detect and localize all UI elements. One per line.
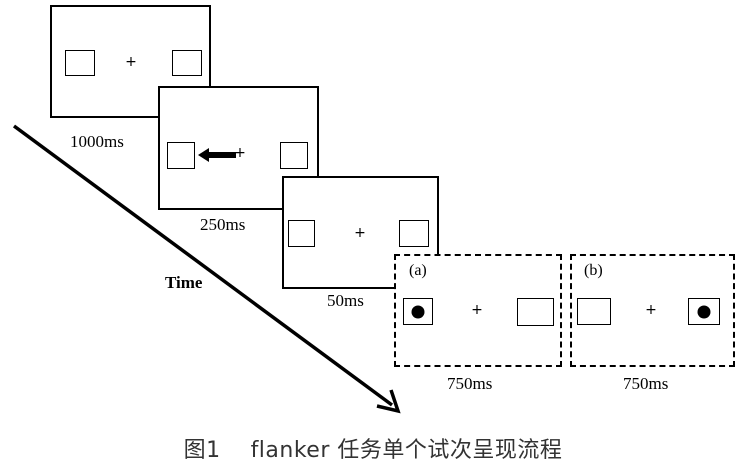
left-placeholder-box: [288, 220, 315, 247]
fixation-frame: +: [50, 5, 211, 118]
fixation-cross: +: [471, 302, 483, 318]
right-placeholder-box: [399, 220, 429, 247]
right-placeholder-box: [517, 298, 554, 326]
left-placeholder-box: [65, 50, 95, 76]
fixation-cross: +: [645, 302, 657, 318]
panel-label-a: (a): [409, 262, 427, 279]
fixation-cross: +: [234, 145, 246, 161]
target-box-with-dot: [403, 298, 433, 325]
cue-duration: 250ms: [200, 215, 246, 234]
target-frame-b: (b) +: [570, 254, 735, 367]
fixation-cross: +: [125, 54, 137, 70]
left-placeholder-box: [167, 142, 195, 169]
target-dot: [697, 305, 711, 318]
fixation-duration: 1000ms: [70, 132, 124, 151]
figure-caption: 图1 flanker 任务单个试次呈现流程: [183, 438, 563, 463]
time-axis-label: Time: [165, 273, 203, 292]
target-duration-a: 750ms: [447, 374, 493, 393]
left-arrow-cue-icon: [198, 148, 236, 162]
interval-duration: 50ms: [327, 291, 364, 310]
left-placeholder-box: [577, 298, 611, 325]
target-duration-b: 750ms: [623, 374, 669, 393]
fixation-cross: +: [354, 225, 366, 241]
right-placeholder-box: [280, 142, 308, 169]
time-arrow-head: [376, 389, 401, 414]
target-box-with-dot: [688, 298, 720, 325]
target-dot: [411, 305, 425, 318]
right-placeholder-box: [172, 50, 202, 76]
target-frame-a: (a) +: [394, 254, 562, 367]
time-arrow-line: [12, 124, 394, 407]
panel-label-b: (b): [584, 262, 603, 279]
